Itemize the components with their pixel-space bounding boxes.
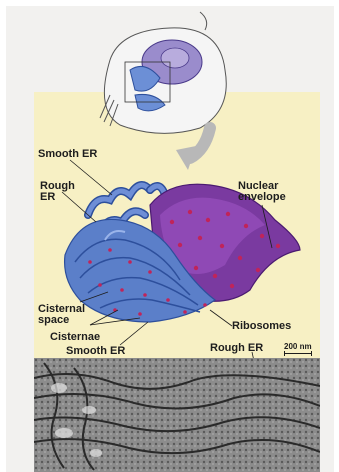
label-nuclear-line2: envelope xyxy=(238,191,286,203)
scale-bar-tick-left xyxy=(284,351,285,356)
label-cisternae: Cisternae xyxy=(50,331,100,343)
scale-bar: 200 nm xyxy=(282,342,318,358)
scale-bar-line xyxy=(284,353,312,354)
label-ribosomes: Ribosomes xyxy=(232,320,291,332)
electron-micrograph xyxy=(34,358,320,472)
cell-overview-illustration xyxy=(100,12,226,133)
label-cisternal-line2: space xyxy=(38,314,69,326)
label-rough-er-line2: ER xyxy=(40,191,55,203)
label-smooth-er-bottom: Smooth ER xyxy=(66,345,125,357)
zoom-arrow-icon xyxy=(176,128,210,170)
scale-bar-tick-right xyxy=(311,351,312,356)
label-rough-er-bottom: Rough ER xyxy=(210,342,263,354)
label-smooth-er-top: Smooth ER xyxy=(38,148,97,160)
scale-bar-label: 200 nm xyxy=(284,342,312,351)
